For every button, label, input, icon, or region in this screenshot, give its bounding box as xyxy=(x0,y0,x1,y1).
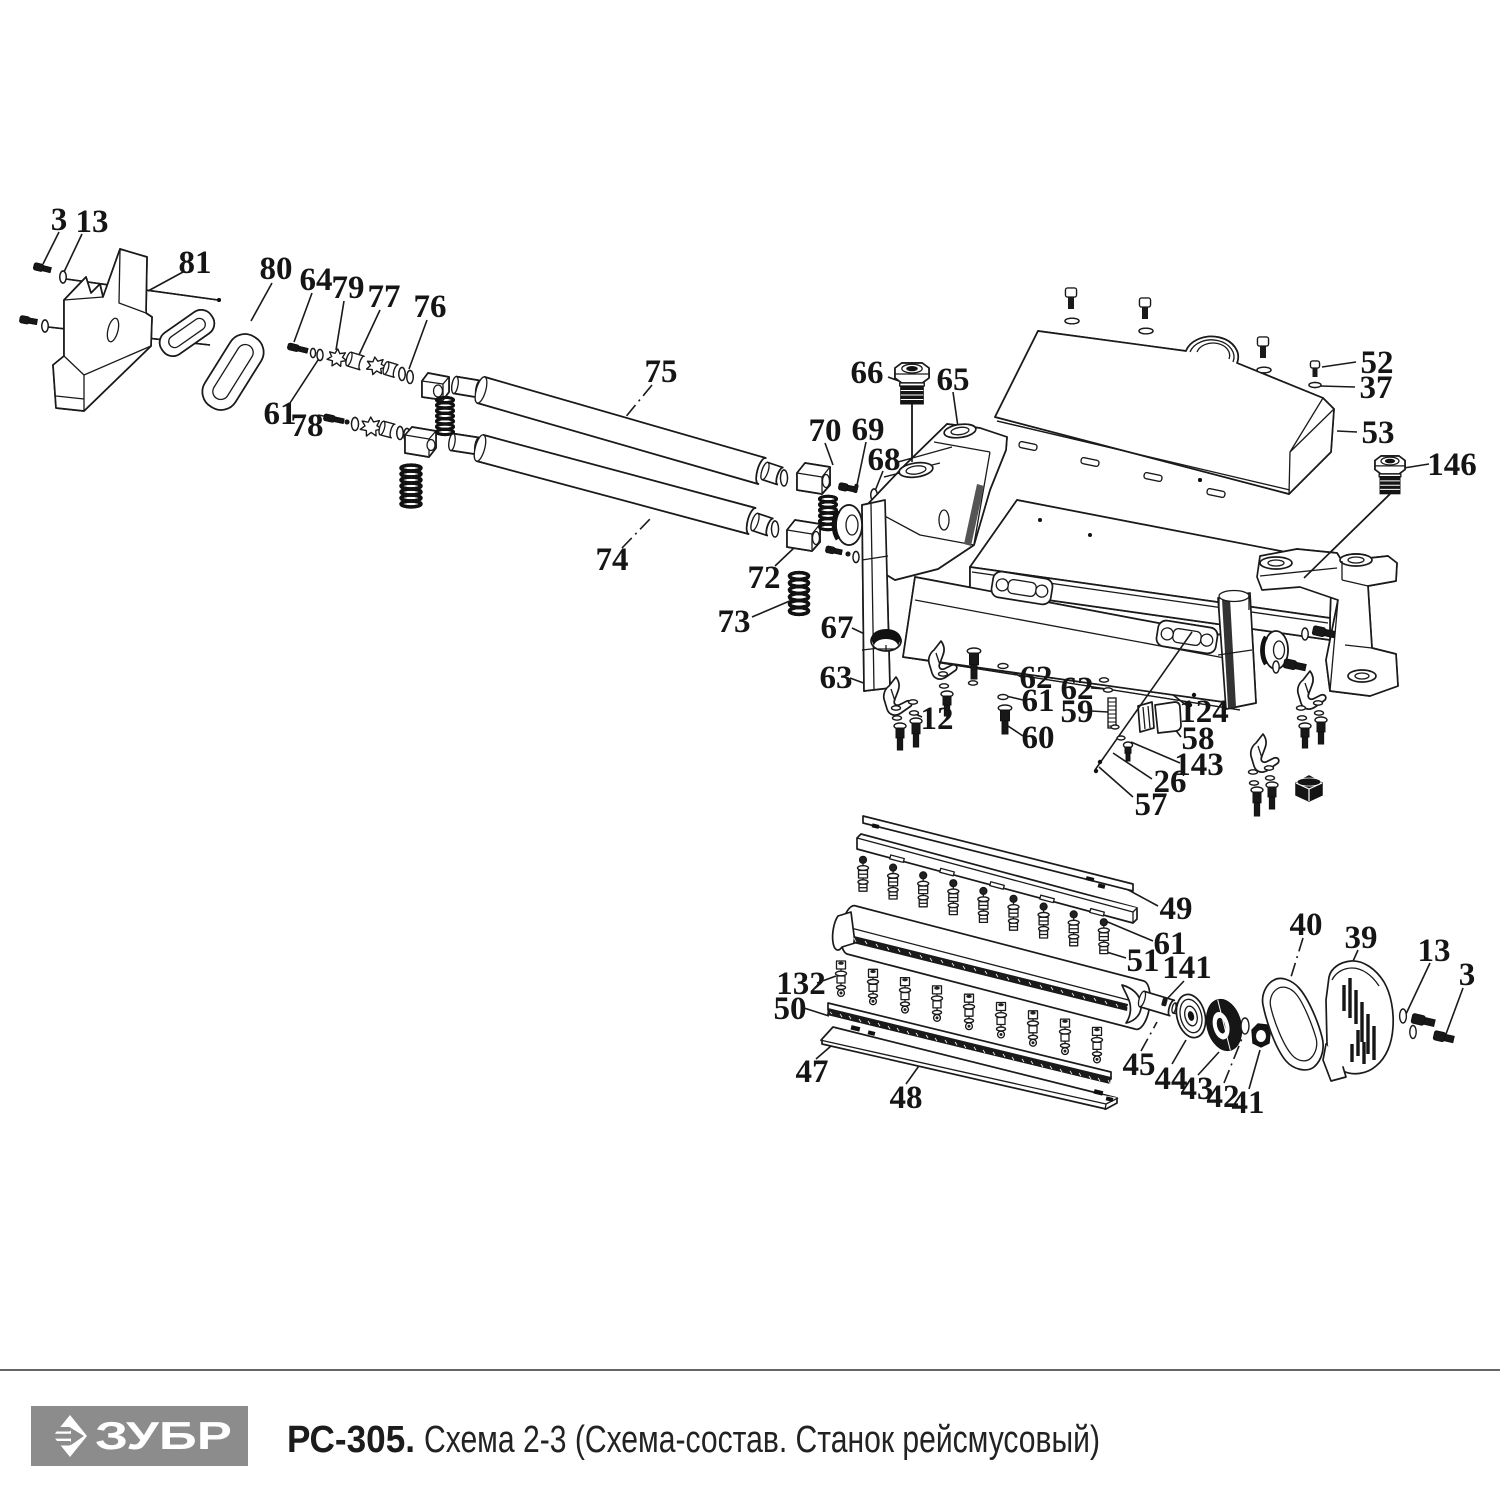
svg-text:Схема 2-3 (Схема-состав. Стано: Схема 2-3 (Схема-состав. Станок рейсмусо… xyxy=(424,1419,1100,1461)
svg-text:132: 132 xyxy=(776,966,826,1002)
svg-text:ЗУБР: ЗУБР xyxy=(95,1415,232,1458)
svg-text:72: 72 xyxy=(748,560,781,596)
svg-text:69: 69 xyxy=(852,412,885,448)
svg-text:53: 53 xyxy=(1362,415,1395,451)
svg-text:48: 48 xyxy=(890,1080,923,1116)
svg-text:70: 70 xyxy=(809,413,842,449)
svg-text:58: 58 xyxy=(1182,721,1215,757)
svg-text:39: 39 xyxy=(1345,920,1378,956)
svg-text:26: 26 xyxy=(1154,764,1187,800)
svg-text:3: 3 xyxy=(1459,957,1476,993)
svg-text:143: 143 xyxy=(1174,747,1224,783)
svg-text:76: 76 xyxy=(414,289,447,325)
svg-text:73: 73 xyxy=(718,604,751,640)
svg-text:61: 61 xyxy=(1154,926,1187,962)
svg-text:66: 66 xyxy=(851,355,884,391)
svg-text:57: 57 xyxy=(1135,787,1168,823)
svg-text:79: 79 xyxy=(332,270,365,306)
svg-text:44: 44 xyxy=(1155,1061,1188,1097)
svg-text:50: 50 xyxy=(774,991,807,1027)
svg-text:62: 62 xyxy=(1020,660,1053,696)
svg-text:13: 13 xyxy=(1418,933,1451,969)
svg-text:68: 68 xyxy=(868,442,901,478)
svg-text:3: 3 xyxy=(51,202,68,238)
svg-text:80: 80 xyxy=(260,251,293,287)
svg-text:45: 45 xyxy=(1123,1047,1156,1083)
svg-text:77: 77 xyxy=(368,279,401,315)
svg-text:49: 49 xyxy=(1160,891,1193,927)
svg-text:146: 146 xyxy=(1427,447,1477,483)
svg-text:47: 47 xyxy=(796,1054,829,1090)
svg-text:61: 61 xyxy=(264,396,297,432)
svg-text:13: 13 xyxy=(76,204,109,240)
svg-text:12: 12 xyxy=(921,701,954,737)
svg-text:41: 41 xyxy=(1232,1085,1265,1121)
svg-text:52: 52 xyxy=(1361,345,1394,381)
svg-text:37: 37 xyxy=(1360,370,1393,406)
svg-text:141: 141 xyxy=(1162,950,1212,986)
svg-text:74: 74 xyxy=(596,542,629,578)
svg-text:78: 78 xyxy=(291,408,324,444)
svg-text:62: 62 xyxy=(1061,671,1094,707)
svg-text:67: 67 xyxy=(821,610,854,646)
svg-text:65: 65 xyxy=(937,362,970,398)
svg-text:РС-305.: РС-305. xyxy=(287,1419,415,1461)
svg-text:43: 43 xyxy=(1181,1071,1214,1107)
svg-text:59: 59 xyxy=(1061,694,1094,730)
svg-text:40: 40 xyxy=(1290,907,1323,943)
svg-text:75: 75 xyxy=(645,354,678,390)
svg-text:60: 60 xyxy=(1022,720,1055,756)
svg-text:81: 81 xyxy=(179,245,212,281)
svg-text:42: 42 xyxy=(1207,1079,1240,1115)
svg-text:64: 64 xyxy=(300,262,333,298)
svg-text:124: 124 xyxy=(1179,694,1229,730)
svg-text:51: 51 xyxy=(1127,943,1160,979)
svg-text:63: 63 xyxy=(820,660,853,696)
svg-text:61: 61 xyxy=(1022,683,1055,719)
